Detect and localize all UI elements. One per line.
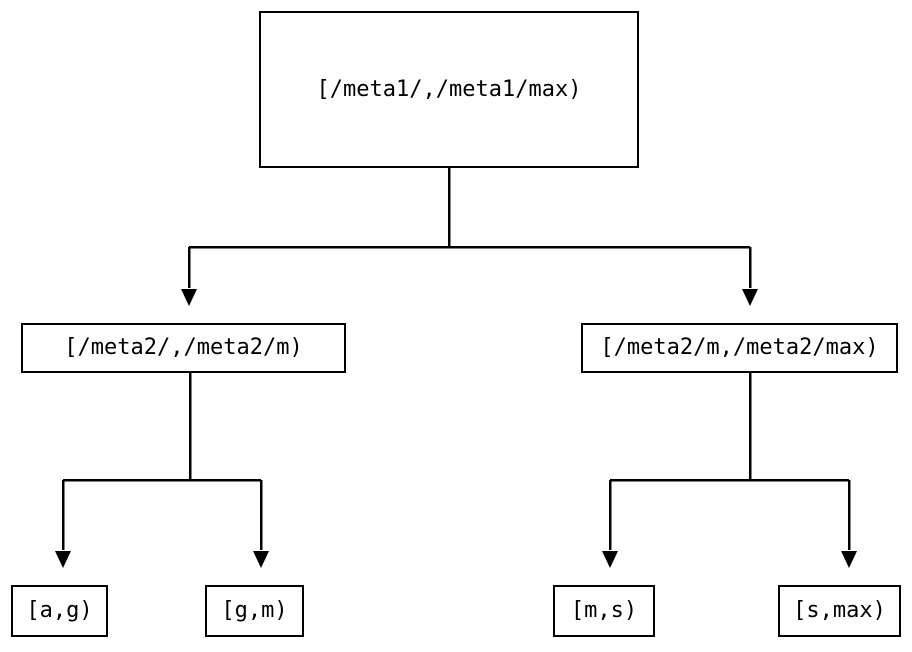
- arrowhead-to-leaf-ms: [602, 551, 618, 568]
- tree-node-leaf-smax: [s,max): [778, 585, 901, 637]
- tree-node-leaf-ms: [m,s): [553, 585, 655, 637]
- arrowhead-to-meta2-high: [742, 289, 758, 306]
- tree-node-leaf-gm-label: [g,m): [221, 598, 288, 623]
- tree-node-meta2-high-label: [/meta2/m,/meta2/max): [600, 335, 879, 360]
- tree-node-meta2-high: [/meta2/m,/meta2/max): [581, 323, 898, 373]
- tree-node-root: [/meta1/,/meta1/max): [259, 11, 639, 168]
- arrowhead-to-meta2-low: [181, 289, 197, 306]
- tree-node-leaf-ag: [a,g): [11, 585, 108, 637]
- tree-node-leaf-smax-label: [s,max): [793, 598, 886, 623]
- tree-node-leaf-ms-label: [m,s): [570, 598, 638, 623]
- tree-node-meta2-low: [/meta2/,/meta2/m): [21, 323, 346, 373]
- tree-node-meta2-low-label: [/meta2/,/meta2/m): [64, 335, 303, 360]
- tree-node-leaf-gm: [g,m): [205, 585, 304, 637]
- arrowhead-to-leaf-ag: [55, 551, 71, 568]
- tree-node-root-label: [/meta1/,/meta1/max): [316, 76, 582, 102]
- arrowhead-to-leaf-gm: [253, 551, 269, 568]
- tree-node-leaf-ag-label: [a,g): [26, 598, 93, 623]
- arrowhead-to-leaf-smax: [841, 551, 857, 568]
